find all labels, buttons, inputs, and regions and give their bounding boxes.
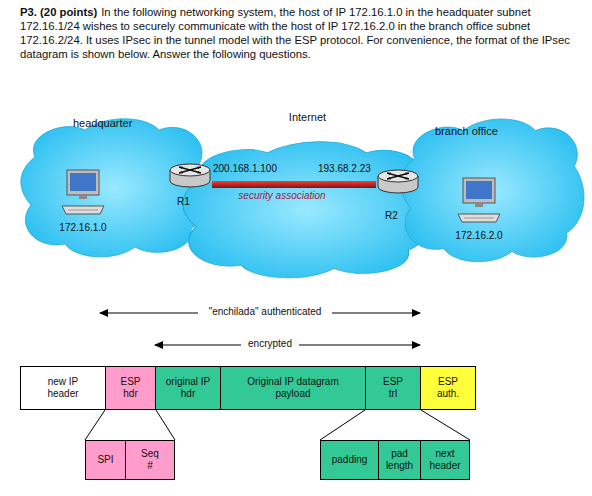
- trailer-subfield: pad length: [378, 440, 421, 480]
- node-text: pad length: [382, 448, 418, 472]
- annotation-label: encrypted: [241, 338, 299, 349]
- node-text: ESP hdr: [117, 376, 145, 400]
- edge-label: security association: [222, 190, 342, 201]
- node-text: Internet: [175, 111, 440, 123]
- leader-line: [156, 410, 175, 440]
- node-text: Seq #: [139, 448, 161, 472]
- node-text: ESP trl: [379, 376, 407, 400]
- datagram-field: original IP hdr: [155, 366, 221, 410]
- leader-line: [85, 410, 105, 440]
- question-text: P3. (20 points)In the following networki…: [20, 5, 586, 61]
- node-text: headquarter: [73, 117, 132, 129]
- datagram-field: ESP trl: [365, 366, 421, 410]
- node-text: SPI: [97, 454, 113, 466]
- router: R2: [376, 166, 420, 224]
- node-text: next header: [425, 448, 465, 472]
- node-text: 172.16.1.0: [52, 222, 114, 233]
- node-text: R2: [385, 210, 398, 221]
- router-symbol: [168, 160, 212, 190]
- node-text: branch office: [435, 125, 498, 137]
- node-text: padding: [332, 454, 368, 466]
- leader-line: [320, 410, 365, 440]
- computer-symbol: [454, 176, 504, 226]
- datagram-field: ESP hdr: [105, 366, 156, 410]
- router-symbol: [376, 166, 420, 196]
- host-computer: 172.16.2.0: [448, 176, 510, 248]
- question-body: In the following networking system, the …: [20, 6, 570, 60]
- annotation-label: 200.168.1.100: [213, 163, 277, 174]
- node-text: ESP auth.: [431, 376, 465, 400]
- node-text: R1: [177, 196, 190, 207]
- trailer-subfield: padding: [320, 440, 379, 480]
- datagram-field: ESP auth.: [420, 366, 476, 410]
- header-subfield: SPI: [85, 440, 126, 480]
- trailer-subfield: next header: [420, 440, 470, 480]
- cloud-shape: [175, 135, 440, 283]
- datagram-field: new IP header: [20, 366, 106, 410]
- leader-line: [421, 410, 470, 440]
- computer-symbol: [58, 168, 108, 218]
- annotation-label: "enchilada" authenticated: [198, 306, 332, 317]
- node-text: new IP header: [40, 376, 86, 400]
- datagram-field: Original IP datagram payload: [220, 366, 366, 410]
- router: R1: [168, 160, 212, 212]
- question-title: P3. (20 points): [20, 6, 97, 18]
- header-subfield: Seq #: [125, 440, 175, 480]
- node-text: original IP hdr: [165, 376, 211, 400]
- annotation-label: 193.68.2.23: [318, 163, 371, 174]
- node-text: Original IP datagram payload: [245, 376, 341, 400]
- internet-cloud: Internet: [175, 135, 440, 283]
- node-text: 172.16.2.0: [448, 230, 510, 241]
- host-computer: 172.16.1.0: [52, 168, 114, 240]
- subnet-cloud: branch office 172.16.2.0: [395, 112, 590, 267]
